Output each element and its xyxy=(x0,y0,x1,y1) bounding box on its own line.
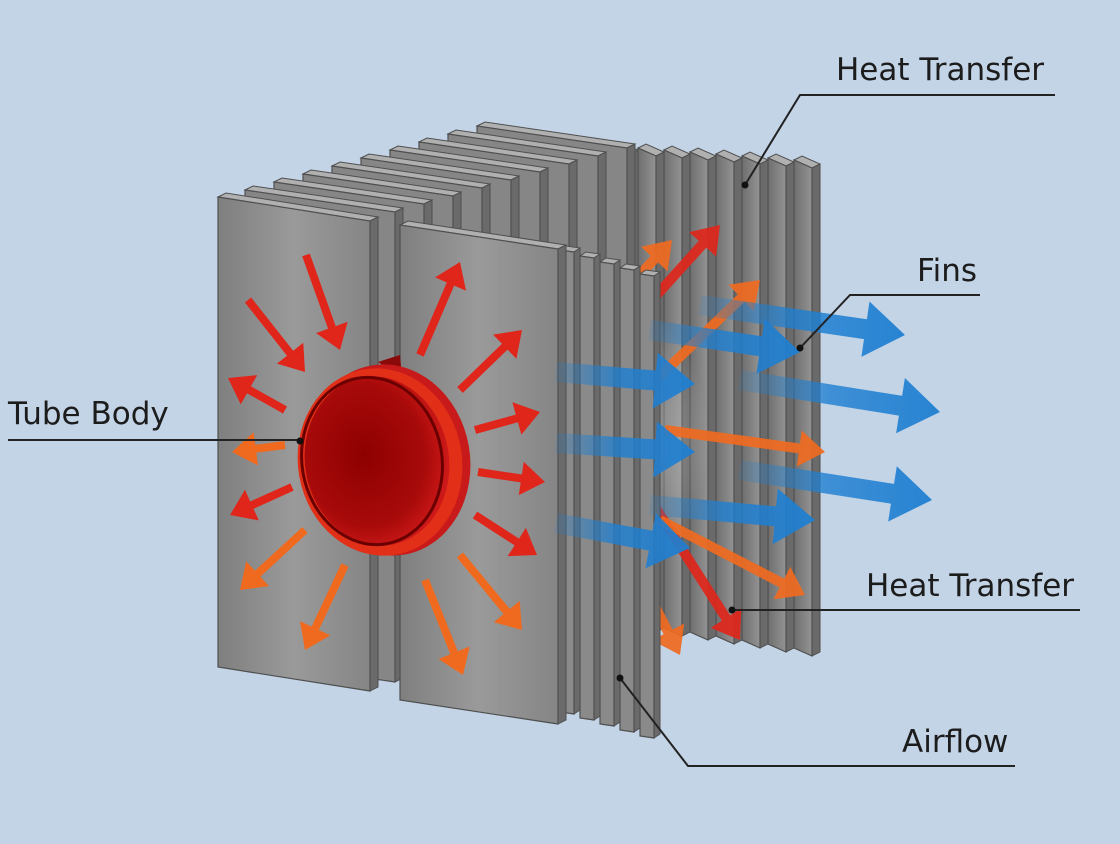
heat-arrow xyxy=(240,527,308,590)
label-heat-transfer-bottom: Heat Transfer xyxy=(866,568,1075,604)
leader-airflow xyxy=(619,677,1015,767)
heat-arrow xyxy=(302,253,348,350)
leader-lines xyxy=(8,94,1080,767)
heat-arrow xyxy=(456,552,522,630)
heat-arrow xyxy=(300,563,349,650)
heat-arrows-radial xyxy=(228,253,545,675)
label-tube-body: Tube Body xyxy=(8,396,169,432)
fin-plate-mid xyxy=(618,263,642,733)
fin-plate-rear xyxy=(714,149,744,645)
heat-arrow xyxy=(473,402,540,435)
heat-arrow xyxy=(477,461,545,496)
airflow-arrows xyxy=(554,295,940,569)
fin-plate-mid xyxy=(598,257,622,727)
heat-arrow xyxy=(230,483,294,521)
airflow-arrow xyxy=(738,370,940,434)
heat-arrow xyxy=(228,375,287,414)
heat-arrow xyxy=(421,578,470,675)
heat-arrow xyxy=(657,515,805,600)
label-heat-transfer-top: Heat Transfer xyxy=(836,52,1045,88)
airflow-arrow xyxy=(554,513,690,569)
airflow-arrow xyxy=(698,295,905,357)
airflow-arrow xyxy=(648,318,800,374)
fin-plate-mid xyxy=(578,251,602,721)
tube-body xyxy=(297,355,471,556)
airflow-arrow xyxy=(555,352,695,409)
airflow-arrow xyxy=(555,421,695,478)
heat-arrow xyxy=(244,297,305,372)
leader-dots xyxy=(296,181,804,682)
airflow-arrow xyxy=(649,488,815,545)
leader-heat-transfer-top xyxy=(744,94,1055,186)
fin-plate-rear xyxy=(792,155,822,657)
label-fins: Fins xyxy=(917,253,977,289)
airflow-arrow xyxy=(738,460,932,522)
heat-arrow xyxy=(472,511,537,557)
heat-arrow xyxy=(664,425,825,467)
heat-arrow xyxy=(416,262,466,357)
label-airflow: Airflow xyxy=(902,724,1009,760)
heat-arrow xyxy=(457,330,522,393)
leader-fins xyxy=(799,294,980,349)
